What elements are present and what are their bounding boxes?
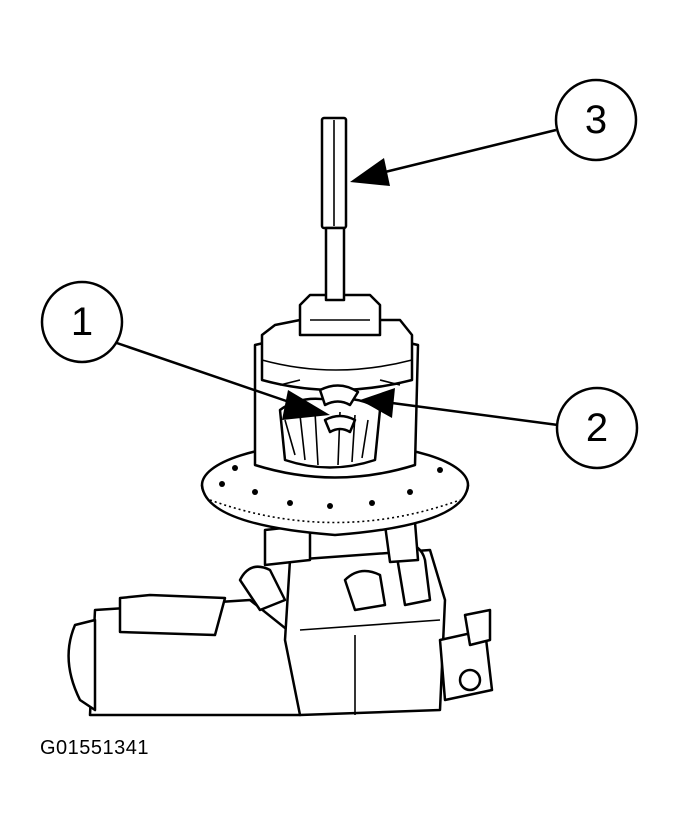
callout-2: 2: [360, 386, 639, 470]
figure-id-label: G01551341: [40, 737, 150, 759]
callout-3-label: 3: [585, 98, 607, 142]
tool-shaft: [320, 116, 348, 302]
callout-2-label: 2: [586, 406, 608, 450]
callout-1: 1: [40, 280, 330, 420]
vise-base: [67, 520, 494, 717]
callout-3: 3: [350, 78, 638, 186]
differential-case: [253, 293, 420, 479]
callout-1-label: 1: [71, 300, 93, 344]
